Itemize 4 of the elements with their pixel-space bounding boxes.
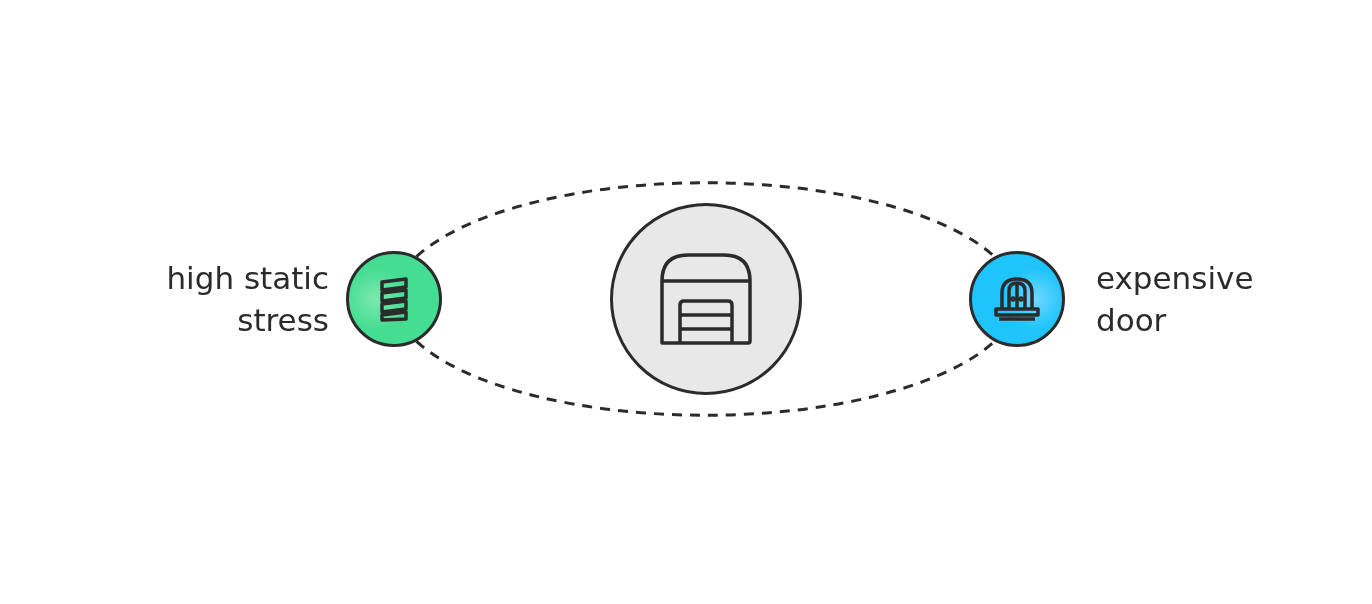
node-caption: expensive door (1096, 259, 1255, 340)
dashed-connector (415, 340, 996, 417)
node-caption: high static stress (165, 259, 329, 340)
dashed-connector (415, 181, 996, 258)
